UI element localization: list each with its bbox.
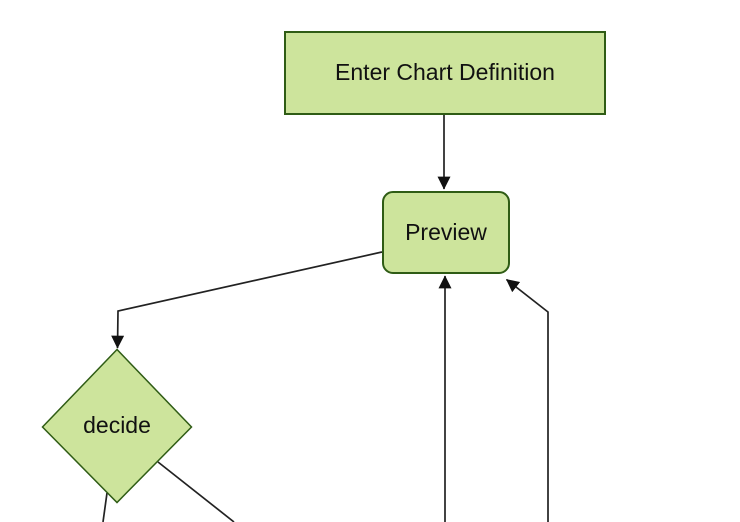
node-preview: Preview	[382, 191, 510, 274]
edge-offscreen-to-preview-corner	[505, 278, 549, 522]
node-decide-shape	[41, 348, 193, 504]
node-enter-chart-definition: Enter Chart Definition	[284, 31, 606, 115]
edge-preview-to-decide	[111, 251, 383, 349]
node-preview-label: Preview	[405, 218, 487, 245]
edge-decide-to-offscreen-left	[102, 492, 108, 522]
node-decide-label: decide	[83, 412, 151, 438]
node-enter-chart-definition-label: Enter Chart Definition	[335, 59, 555, 86]
edge-decide-to-offscreen-right	[157, 461, 235, 522]
